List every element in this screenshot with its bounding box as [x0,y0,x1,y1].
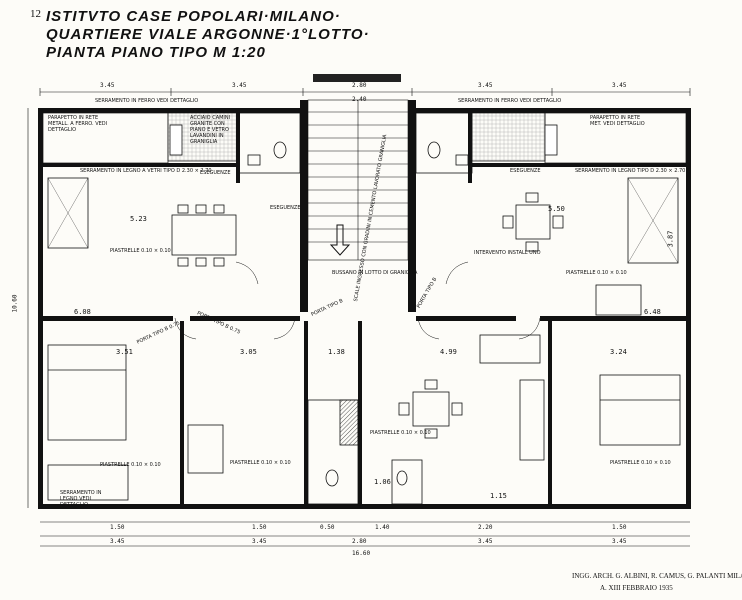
bathroom-top-left [169,112,301,174]
title-line-3: PIANTA PIANO TIPO M 1:20 [46,44,266,61]
dim-bottom-outer-3: 2.80 [352,538,367,545]
label-parapetto-right: PARAPETTO IN RETE MET. VEDI DETTAGLIO [590,115,645,127]
area-right-side: 3.87 [666,230,675,248]
label-pianerottolo: BUSSANO IN LOTTO DI GRANIGLIA [332,270,418,276]
balcony-right [471,112,687,164]
label-serramento-bottom-left: SERRAMENTO IN LEGNO VEDI DETTAGLIO [60,490,102,508]
area-bottom-right: 3.24 [610,348,627,356]
dim-top-2: 3.45 [232,82,247,89]
dim-top-4: 3.45 [478,82,493,89]
dim-bottom-inner-1: 1.50 [110,524,125,531]
area-small-1: 1.06 [374,478,391,486]
dim-total-width: 16.60 [352,550,371,557]
label-serramento-top-right: SERRAMENTO IN FERRO VEDI DETTAGLIO [458,98,562,104]
sheet-number: 12 [30,8,41,20]
label-eseguenze-3: ESEGUENZE [510,168,541,174]
area-right-kitchen: 5.50 [548,205,565,213]
label-parapetto-left: PARAPETTO IN RETE METALL. A FERRO. VEDI … [48,115,108,133]
dim-bottom-inner-4: 1.40 [375,524,390,531]
dim-bottom-inner-6: 1.50 [612,524,627,531]
dim-bottom-inner-5: 2.20 [478,524,493,531]
dim-bottom-outer-1: 3.45 [110,538,125,545]
table-right [502,192,564,252]
outer-walls [38,100,691,509]
area-bottom-left: 3.51 [116,348,133,356]
label-piastrelle-2: PIASTRELLE 0.10 × 0.10 [566,270,627,276]
signature-date: A. XIII FEBBRAIO 1935 [600,584,673,592]
label-serramento-legno-left: SERRAMENTO IN LEGNO A VETRI TIPO D 2.30 … [80,168,212,174]
label-piastrelle-3: PIASTRELLE 0.10 × 0.10 [100,462,161,468]
interior-walls [43,113,686,504]
dim-top-1: 3.45 [100,82,115,89]
dim-bottom-inner-3: 0.50 [320,524,335,531]
stair-arrow [329,224,351,256]
stair-window [313,74,401,82]
dim-bottom-outer-2: 3.45 [252,538,267,545]
label-serramento-top-left: SERRAMENTO IN FERRO VEDI DETTAGLIO [95,98,199,104]
dim-total-depth: 10.60 [11,294,19,313]
label-piastrelle-4: PIASTRELLE 0.10 × 0.10 [230,460,291,466]
label-eseguenze-2: ESEGUENZE [270,205,301,211]
area-center: 4.99 [440,348,457,356]
stair-treads [308,111,408,243]
dim-top-5: 3.45 [612,82,627,89]
label-interventi: INTERVENTO INSTALL UNO [474,250,541,256]
stair [307,99,409,261]
bottom-dimension-lines [40,521,690,547]
area-hall: 1.38 [328,348,345,356]
dim-stair-inner: 2.40 [352,96,367,103]
dim-bottom-inner-2: 1.50 [252,524,267,531]
area-bottom-left-2: 3.05 [240,348,257,356]
dim-bottom-outer-5: 3.45 [612,538,627,545]
label-piastrelle-6: PIASTRELLE 0.10 × 0.10 [610,460,671,466]
bathroom-bottom [307,399,423,505]
area-small-2: 1.15 [490,492,507,500]
title-line-2: QUARTIERE VIALE ARGONNE·1°LOTTO· [46,26,370,43]
label-eseguenze-1: ESEGUENZE [200,170,231,176]
dim-bottom-outer-4: 3.45 [478,538,493,545]
beds [47,177,681,501]
door-swings [174,261,541,340]
label-piastrelle-5: PIASTRELLE 0.10 × 0.10 [370,430,431,436]
table-left [171,204,237,267]
label-acciaio-left: ACCIAIO CAMINI GRANITE CON PIANO E VETRO… [190,115,231,145]
label-piastrelle-1: PIASTRELLE 0.10 × 0.10 [110,248,171,254]
signature-author: INGG. ARCH. G. ALBINI, R. CAMUS, G. PALA… [572,572,742,580]
table-center [398,379,463,439]
top-dimension-line [39,88,691,96]
area-left-lower: 6.08 [74,308,91,316]
area-left-kitchen: 5.23 [130,215,147,223]
dim-top-3: 2.80 [352,82,367,89]
title-line-1: ISTITVTO CASE POPOLARI·MILANO· [46,8,341,25]
area-right-lower: 6.48 [644,308,661,316]
label-serramento-legno-right: SERRAMENTO IN LEGNO TIPO D 2.30 × 2.70 [575,168,686,174]
